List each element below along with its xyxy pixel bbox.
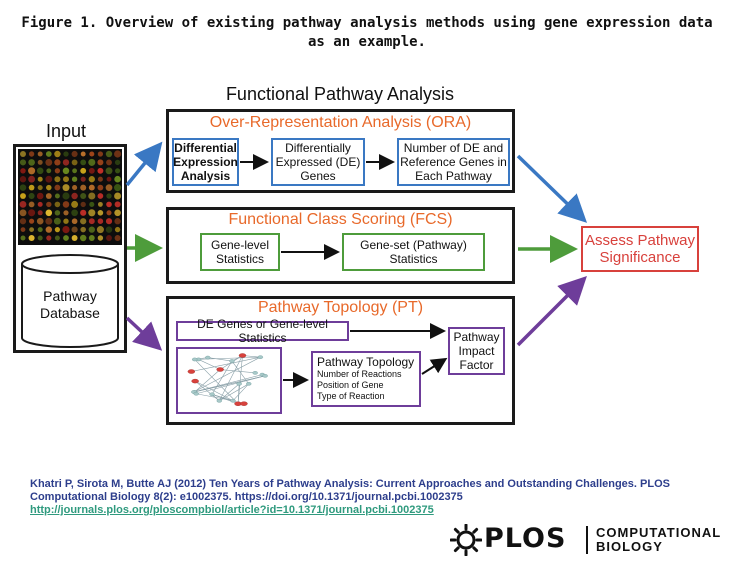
pathway-network xyxy=(187,353,268,406)
topology-item: Position of Gene xyxy=(317,380,384,390)
fcs-box-gene-level: Gene-level Statistics xyxy=(200,233,280,271)
arrow-input-to-ora xyxy=(125,141,163,187)
database-label: Pathway Database xyxy=(40,288,100,321)
logo-line2: BIOLOGY xyxy=(596,539,663,554)
pt-title: Pathway Topology (PT) xyxy=(257,299,424,316)
logo-subtitle: COMPUTATIONAL BIOLOGY xyxy=(596,526,721,554)
arrow-input-to-pt xyxy=(125,316,163,351)
microarray-image xyxy=(18,149,122,245)
citation: Khatri P, Sirota M, Butte AJ (2012) Ten … xyxy=(30,478,710,517)
pt-pathway-graph xyxy=(176,347,282,414)
ora-title: Over-Representation Analysis (ORA) xyxy=(209,114,472,131)
input-heading: Input xyxy=(46,121,87,141)
plos-logo: PLOS COMPUTATIONAL BIOLOGY xyxy=(450,522,730,558)
database-cylinder xyxy=(20,252,120,348)
figure-title: Figure 1. Overview of existing pathway a… xyxy=(21,15,713,50)
ora-box-de-genes: Differentially Expressed (DE) Genes xyxy=(271,138,365,186)
logo-divider xyxy=(586,526,588,554)
topology-heading: Pathway Topology xyxy=(317,355,415,369)
pt-box-impact-factor: Pathway Impact Factor xyxy=(448,327,505,375)
arrow-pt-topology-to-impact xyxy=(421,357,448,375)
main-heading: Functional Pathway Analysis xyxy=(225,84,455,104)
arrow-ora-to-assess xyxy=(516,154,588,223)
plos-wordmark: PLOS xyxy=(484,523,567,554)
fcs-title: Functional Class Scoring (FCS) xyxy=(228,211,453,228)
citation-link[interactable]: http://journals.plos.org/ploscompbiol/ar… xyxy=(30,504,434,516)
topology-item: Number of Reactions xyxy=(317,369,402,379)
arrow-pt-to-assess xyxy=(516,276,587,347)
citation-text: Khatri P, Sirota M, Butte AJ (2012) Ten … xyxy=(30,478,670,503)
assess-significance-box: Assess Pathway Significance xyxy=(581,226,699,272)
ora-box-differential-expression: Differential Expression Analysis xyxy=(172,138,239,186)
topology-item: Type of Reaction xyxy=(317,391,385,401)
plos-sunburst-icon xyxy=(450,524,482,556)
microarray-spots xyxy=(19,150,122,242)
ora-box-de-reference-counts: Number of DE and Reference Genes in Each… xyxy=(397,138,510,186)
fcs-box-gene-set: Gene-set (Pathway) Statistics xyxy=(342,233,485,271)
logo-line1: COMPUTATIONAL xyxy=(596,525,722,540)
pt-box-topology: Pathway Topology Number of Reactions Pos… xyxy=(311,351,421,407)
